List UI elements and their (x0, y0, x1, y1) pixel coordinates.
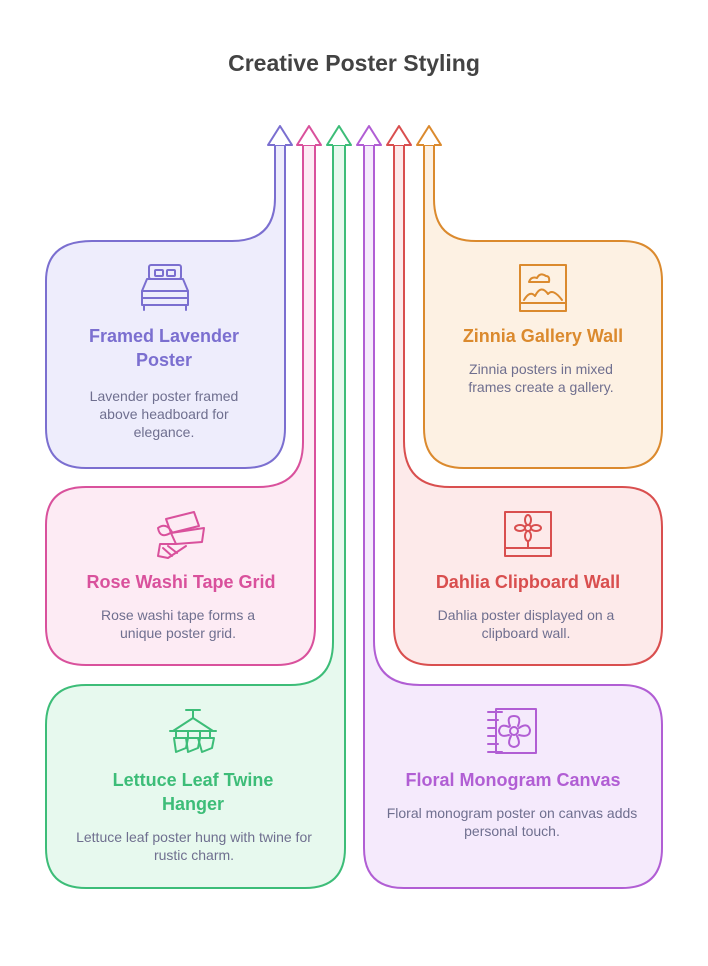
bed-icon (141, 264, 189, 311)
arrow-head-dahlia (386, 125, 412, 146)
arrow-head-floral (356, 125, 382, 146)
arrow-head-rose (296, 125, 322, 146)
card-desc-dahlia-clipboard: Dahlia poster displayed on a clipboard w… (437, 607, 615, 641)
card-desc-rose-washi: Rose washi tape forms a unique poster gr… (100, 607, 256, 641)
card-title-framed-lavender: Framed Lavender Poster (88, 326, 240, 370)
hanger-icon (169, 709, 217, 753)
arrow-head-lettuce (326, 125, 352, 146)
floral-canvas-icon (487, 708, 537, 754)
picture-icon (519, 264, 567, 312)
card-floral-monogram (363, 144, 663, 889)
card-rose-washi (45, 144, 316, 666)
card-title-floral-monogram: Floral Monogram Canvas (405, 770, 621, 790)
card-zinnia-gallery (423, 144, 663, 469)
card-framed-lavender (45, 144, 286, 469)
card-title-rose-washi: Rose Washi Tape Grid (86, 572, 276, 592)
card-desc-framed-lavender: Lavender poster framed above headboard f… (89, 388, 239, 440)
card-title-lettuce-leaf: Lettuce Leaf Twine Hanger (112, 770, 274, 814)
card-desc-floral-monogram: Floral monogram poster on canvas adds pe… (386, 805, 638, 839)
card-desc-lettuce-leaf: Lettuce leaf poster hung with twine for … (76, 829, 312, 863)
tape-icon (157, 511, 205, 559)
card-lettuce-leaf (45, 144, 346, 889)
card-desc-zinnia-gallery: Zinnia posters in mixed frames create a … (468, 361, 614, 395)
arrow-head-zinnia (416, 125, 442, 146)
arrow-head-lavender (267, 125, 293, 146)
diagram-title: Creative Poster Styling (228, 50, 480, 76)
card-dahlia-clipboard (393, 144, 663, 666)
flower-frame-icon (504, 511, 552, 557)
card-title-dahlia-clipboard: Dahlia Clipboard Wall (435, 572, 621, 592)
card-title-zinnia-gallery: Zinnia Gallery Wall (462, 326, 624, 346)
